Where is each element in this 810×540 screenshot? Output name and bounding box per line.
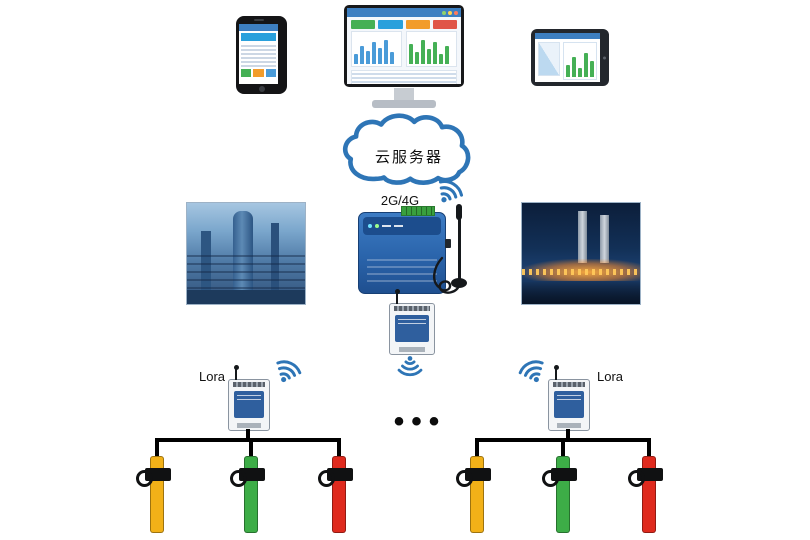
phone-screen bbox=[239, 24, 278, 84]
wire-drop bbox=[566, 429, 570, 440]
water-reflection bbox=[522, 282, 640, 304]
wire-drop bbox=[249, 442, 253, 457]
ct-clamp-ring bbox=[628, 470, 645, 487]
phone-home-button bbox=[258, 86, 265, 92]
dashboard-kpis bbox=[351, 20, 457, 29]
tablet-screen bbox=[535, 33, 600, 82]
antenna-port bbox=[445, 239, 451, 248]
ct-clamp-ring bbox=[230, 470, 247, 487]
chimney bbox=[578, 211, 587, 263]
tablet bbox=[531, 29, 609, 86]
tablet-camera bbox=[603, 56, 606, 59]
monitor-stand bbox=[394, 88, 414, 100]
refinery-column bbox=[271, 223, 279, 297]
dashboard-charts bbox=[351, 31, 457, 67]
bus-line-left bbox=[155, 438, 341, 442]
wire-drop bbox=[246, 429, 250, 440]
gateway-label: 2G/4G bbox=[380, 193, 420, 208]
chimney bbox=[600, 215, 609, 263]
ct-clamp-ring bbox=[456, 470, 473, 487]
smartphone bbox=[236, 16, 287, 94]
monitor-screen bbox=[347, 8, 461, 84]
dashboard-table bbox=[351, 70, 457, 84]
gateway-label-rows bbox=[367, 259, 437, 285]
ct-clamp-ring bbox=[542, 470, 559, 487]
desktop-monitor bbox=[344, 5, 464, 87]
lora-label-left: Lora bbox=[198, 369, 226, 384]
plant-photo-left bbox=[186, 202, 306, 305]
wifi-lora-right-icon bbox=[516, 356, 550, 389]
lora-label-right: Lora bbox=[596, 369, 624, 384]
gateway-front-panel bbox=[363, 217, 441, 235]
gateway-device bbox=[358, 206, 451, 294]
refinery-tower bbox=[233, 211, 253, 297]
wire-drop bbox=[475, 442, 479, 457]
gateway-terminal-block bbox=[401, 206, 435, 216]
lora-module-left bbox=[228, 365, 270, 431]
phone-speaker bbox=[254, 19, 264, 21]
wifi-downlink-icon bbox=[397, 355, 423, 377]
wire-drop bbox=[155, 442, 159, 457]
photo-ground bbox=[187, 290, 305, 304]
module-antenna bbox=[553, 365, 559, 380]
ct-clamp-ring bbox=[136, 470, 153, 487]
plant-photo-right bbox=[521, 202, 641, 305]
wire-drop bbox=[647, 442, 651, 457]
gateway-led bbox=[368, 224, 372, 228]
monitor-base bbox=[372, 100, 436, 108]
wire-drop bbox=[561, 442, 565, 457]
module-antenna bbox=[394, 289, 400, 304]
plant-lights-row bbox=[522, 269, 640, 275]
gateway-led bbox=[375, 224, 379, 228]
collector-module bbox=[389, 289, 435, 355]
continuation-ellipsis: ••• bbox=[393, 405, 447, 438]
antenna-cable bbox=[433, 256, 461, 294]
bus-line-right bbox=[475, 438, 651, 442]
ct-clamp-ring bbox=[318, 470, 335, 487]
antenna-rod bbox=[458, 206, 461, 282]
refinery-column bbox=[201, 231, 211, 297]
cloud-icon bbox=[342, 113, 471, 185]
wire-drop bbox=[337, 442, 341, 457]
dashboard-header bbox=[347, 8, 461, 17]
module-antenna bbox=[233, 365, 239, 380]
lora-module-right bbox=[548, 365, 590, 431]
wifi-lora-left-icon bbox=[270, 356, 304, 389]
cloud-label: 云服务器 bbox=[374, 149, 443, 166]
